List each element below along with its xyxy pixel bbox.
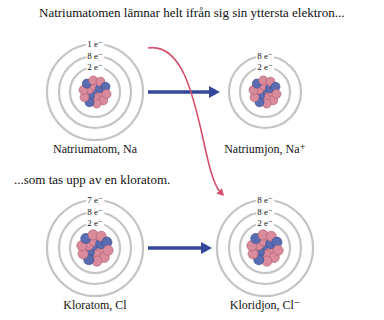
nucleon [273, 245, 283, 255]
caption-text: Natriumatomen lämnar helt ifrån sig sin … [39, 5, 344, 20]
electron-count: 2 e⁻ [256, 63, 274, 72]
electron-count: 8 e⁻ [86, 52, 104, 61]
electron-shell [59, 56, 131, 128]
atom-name: Natriumjon, Na⁺ [224, 142, 306, 157]
electron-count: 7 e⁻ [86, 196, 104, 205]
electron-count: 2 e⁻ [86, 63, 104, 72]
atom-name: Kloratom, Cl [63, 298, 126, 313]
electron-count: 8 e⁻ [256, 208, 274, 217]
arrow-head [216, 188, 224, 196]
connector-line [148, 246, 202, 250]
arrow-head [201, 242, 212, 254]
electron-count: 2 e⁻ [256, 219, 274, 228]
electron-shell [229, 56, 301, 128]
electron-shell [240, 67, 290, 117]
electron-shell [70, 223, 120, 273]
electron-count: 1 e⁻ [86, 40, 104, 49]
atom: Natriumatom, Na 1 e⁻ 8 e⁻ 2 e⁻ [42, 40, 148, 160]
connector-line [148, 90, 210, 94]
connector [148, 242, 212, 254]
electron-shell [217, 200, 313, 296]
nucleon [272, 90, 281, 99]
electron-path [148, 48, 220, 192]
electron-count: 2 e⁻ [86, 219, 104, 228]
nucleon [103, 245, 113, 255]
atom-name: Natriumatom, Na [53, 142, 137, 157]
atom: Kloratom, Cl 7 e⁻ 8 e⁻ 2 e⁻ [42, 196, 148, 316]
electron-shell [70, 67, 120, 117]
connector [148, 86, 220, 98]
atom: Kloridjon, Cl⁻ 8 e⁻ 8 e⁻ 2 e⁻ [212, 196, 318, 316]
caption-text: ...som tas upp av en kloratom. [14, 172, 170, 187]
electron-shell [240, 223, 290, 273]
electron-shell [229, 212, 301, 284]
electron-count: 8 e⁻ [256, 196, 274, 205]
atom-name: Kloridjon, Cl⁻ [230, 298, 300, 313]
electron-count: 8 e⁻ [256, 52, 274, 61]
arrow-head [209, 86, 220, 98]
electron-count: 8 e⁻ [86, 208, 104, 217]
electron-shell [47, 200, 143, 296]
atom: Natriumjon, Na⁺ 8 e⁻ 2 e⁻ [220, 40, 310, 160]
electron-shell [47, 44, 143, 140]
nucleon [102, 90, 111, 99]
electron-shell [59, 212, 131, 284]
